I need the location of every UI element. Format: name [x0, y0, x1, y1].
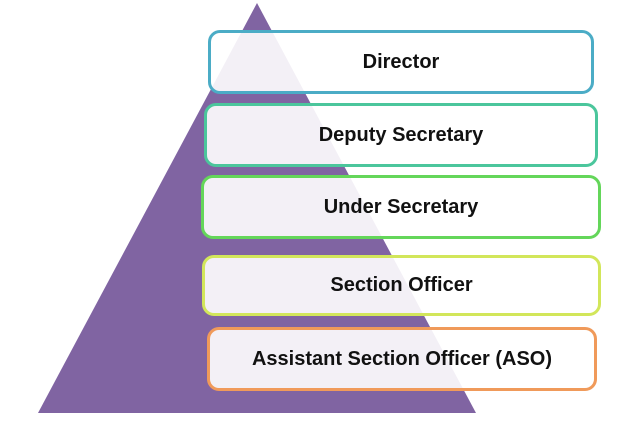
- level-under-secretary: Under Secretary: [201, 175, 601, 239]
- level-assistant-section-officer: Assistant Section Officer (ASO): [207, 327, 597, 391]
- level-section-officer: Section Officer: [202, 255, 601, 316]
- level-deputy-secretary: Deputy Secretary: [204, 103, 598, 167]
- level-label: Section Officer: [330, 274, 473, 296]
- level-director: Director: [208, 30, 594, 94]
- level-label: Under Secretary: [323, 195, 479, 218]
- level-label: Assistant Section Officer (ASO): [251, 347, 553, 370]
- level-label: Director: [362, 50, 440, 73]
- level-label: Deputy Secretary: [318, 123, 484, 146]
